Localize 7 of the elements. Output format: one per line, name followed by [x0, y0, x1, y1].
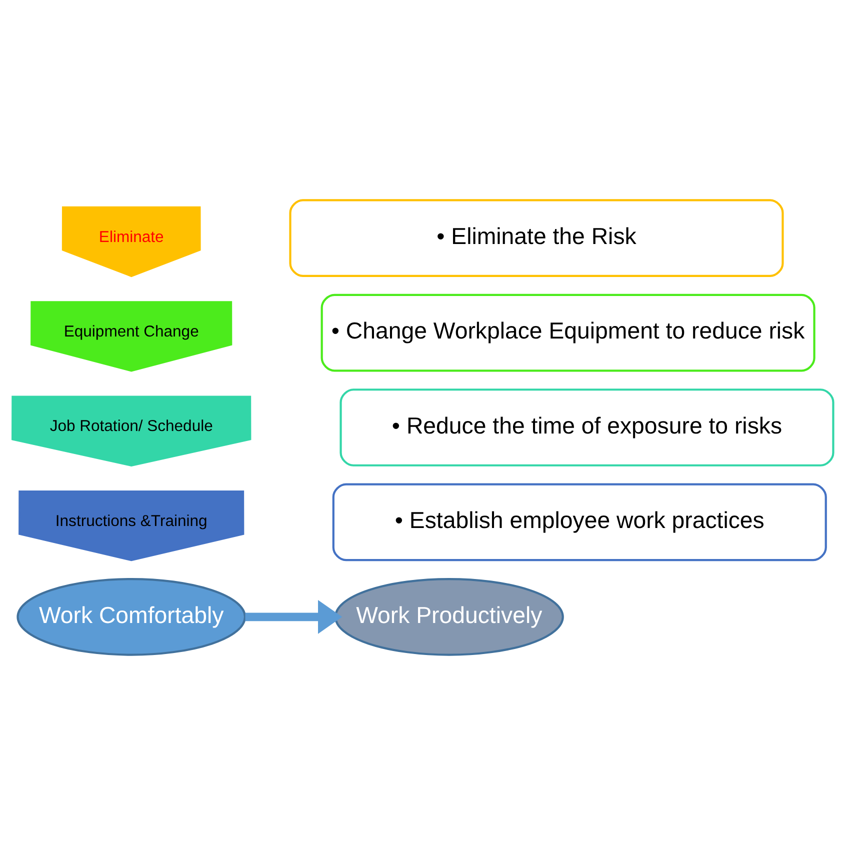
- node-ellipse: Work Comfortably: [16, 578, 246, 656]
- arrow: [245, 600, 342, 634]
- node-box: • Reduce the time of exposure to risks: [340, 388, 834, 466]
- node-box: • Change Workplace Equipment to reduce risk: [320, 294, 816, 372]
- node-ellipse: Work Productively: [334, 578, 564, 656]
- node-box: • Establish employee work practices: [332, 483, 827, 562]
- node-box: • Eliminate the Risk: [289, 199, 784, 278]
